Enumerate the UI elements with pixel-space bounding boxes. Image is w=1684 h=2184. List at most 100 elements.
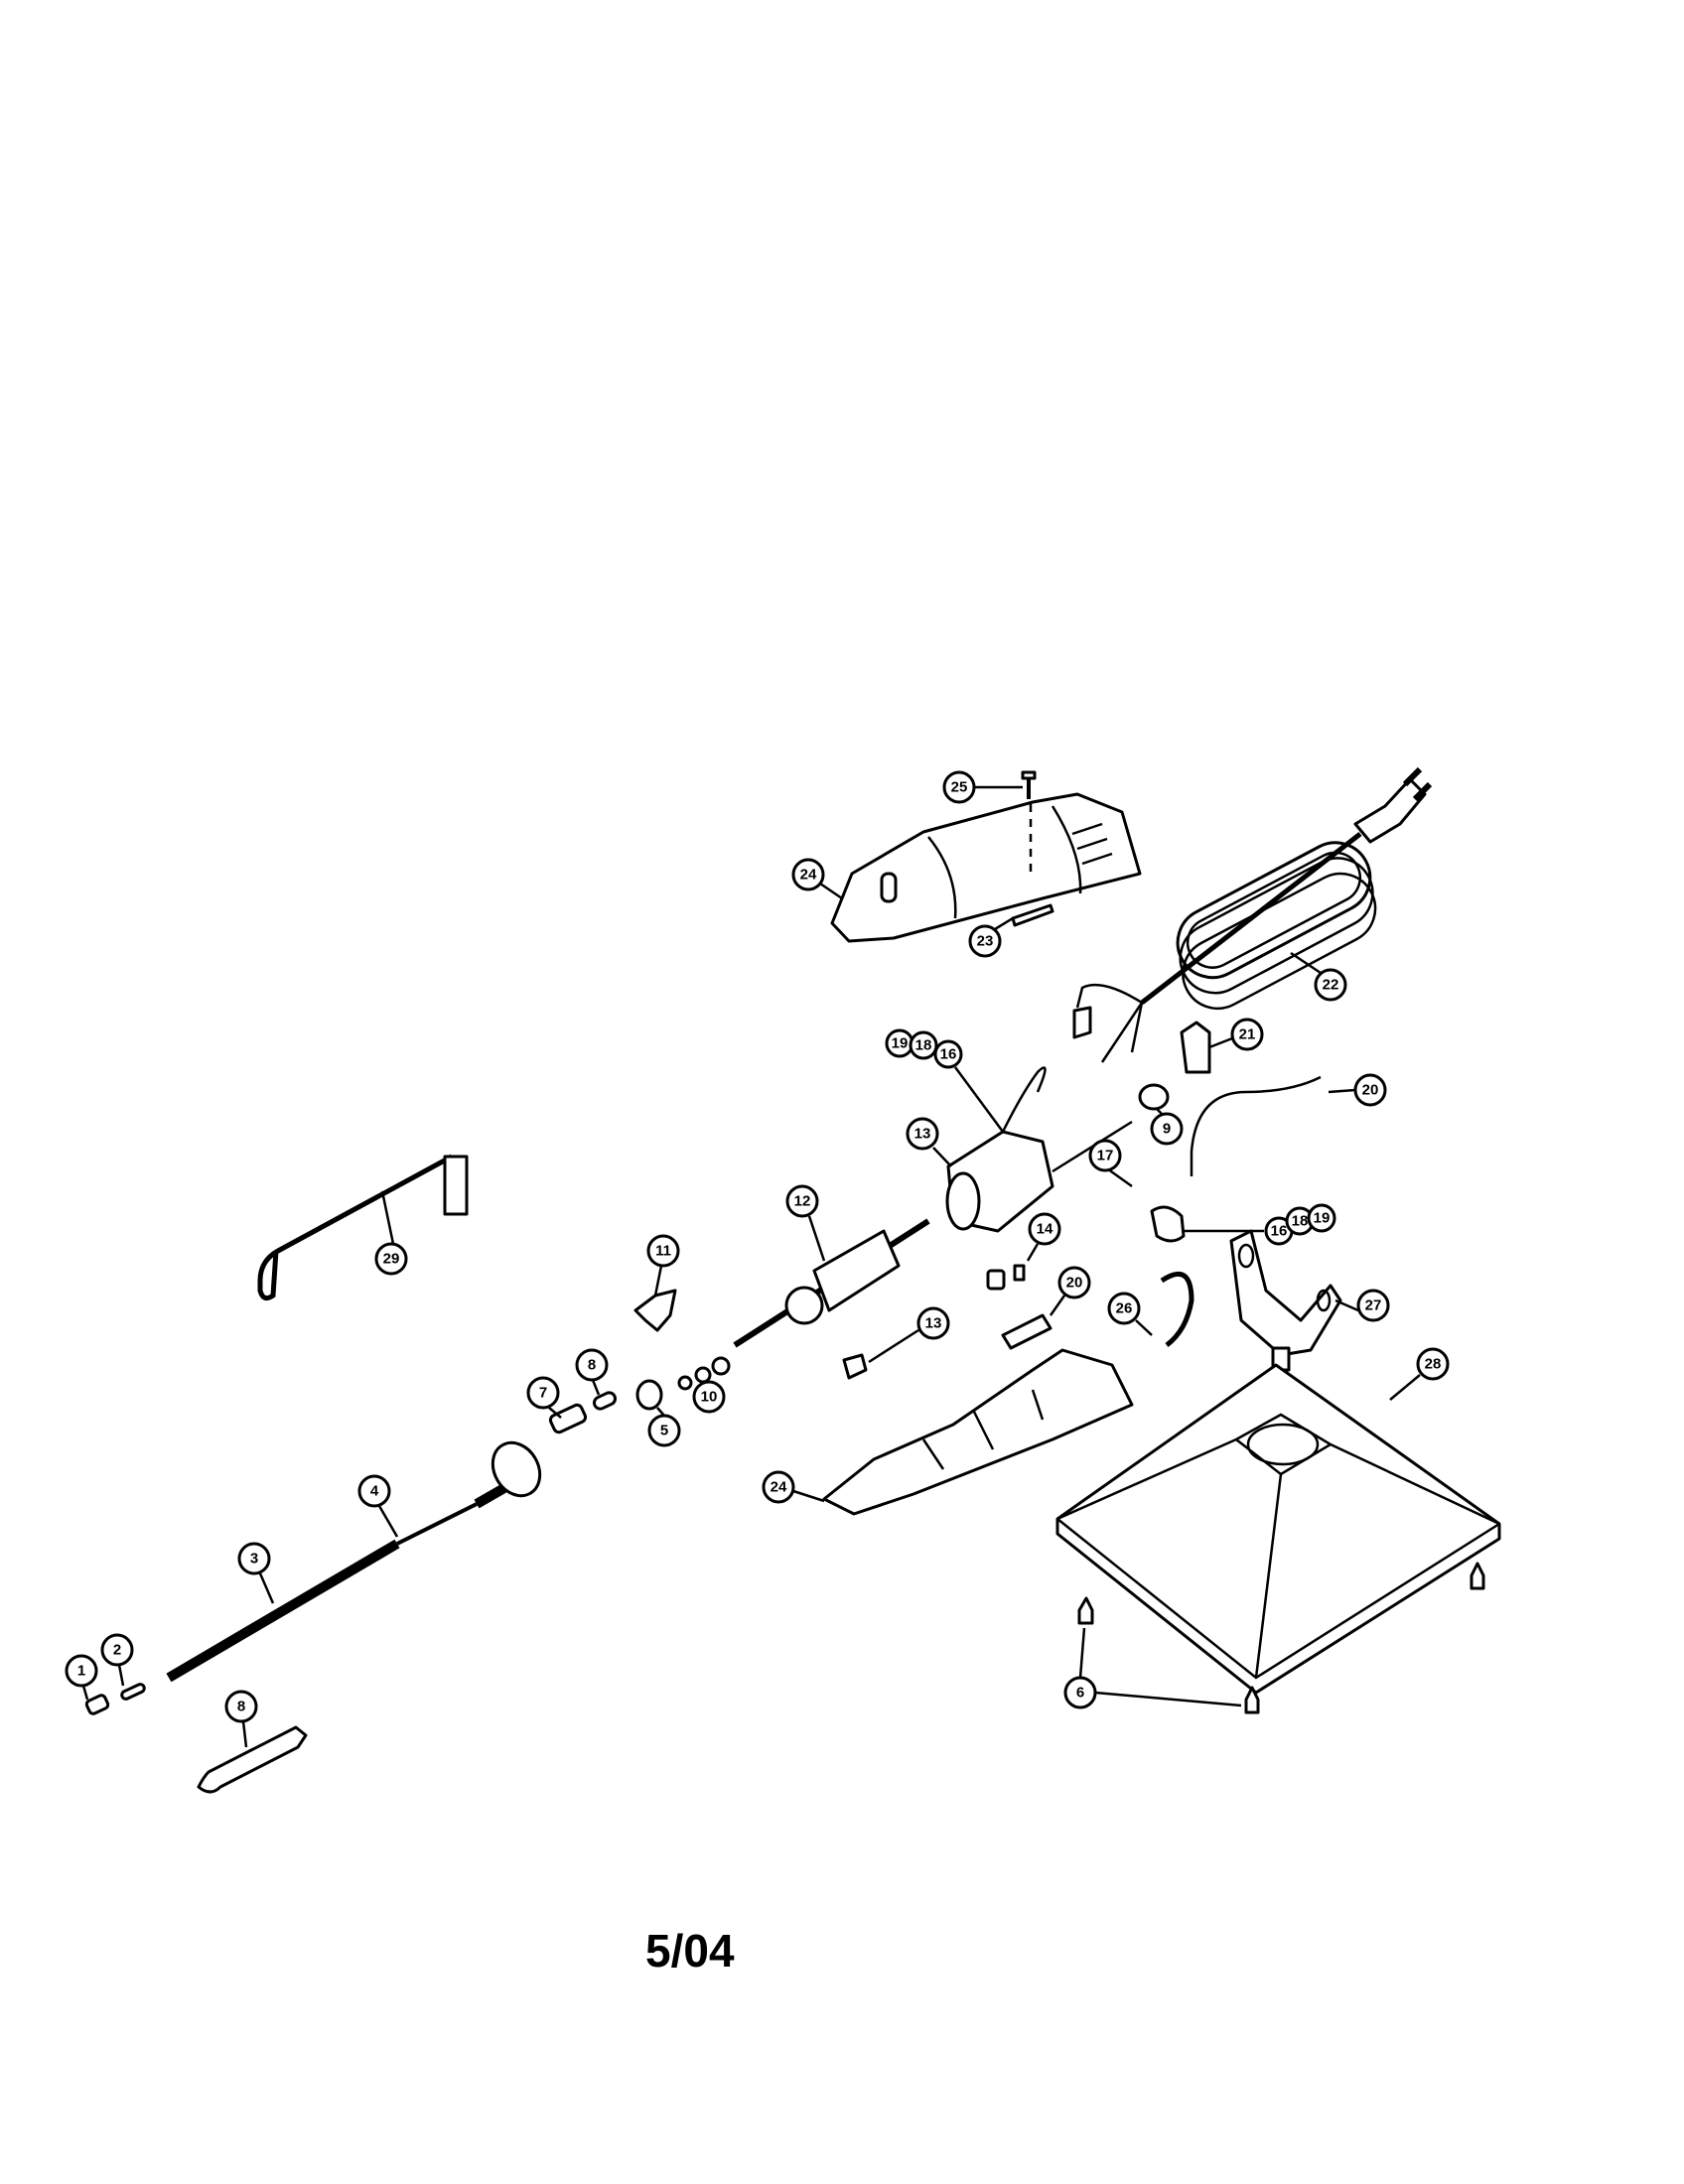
callout-27: 27 [1356,1289,1390,1322]
rubber-foot [1470,1562,1485,1590]
svg-text:29: 29 [383,1251,400,1268]
brush [986,1269,1006,1291]
svg-text:20: 20 [1362,1082,1379,1099]
callout-8: 8 [224,1690,258,1723]
bearing-nut [635,1379,663,1411]
callout-5: 5 [647,1414,681,1447]
svg-text:19: 19 [1314,1210,1331,1227]
washer [677,1375,693,1391]
brush-holder [1001,1313,1052,1350]
callout-13: 13 [916,1306,950,1340]
svg-text:3: 3 [250,1551,258,1568]
svg-text:1: 1 [77,1663,85,1680]
spacer [592,1391,618,1411]
svg-text:2: 2 [113,1642,121,1659]
callout-1: 1 [65,1654,98,1688]
callout-12: 12 [785,1184,819,1218]
hanger-plate [443,1155,469,1216]
upper-housing [830,792,1142,943]
brush-spring [842,1353,868,1380]
hanger-bracket [257,1154,454,1301]
wrench [197,1725,308,1794]
svg-text:18: 18 [915,1037,932,1054]
callout-13: 13 [906,1117,939,1151]
svg-text:4: 4 [370,1483,379,1500]
wire-lead [1190,1075,1322,1176]
callout-9: 9 [1150,1112,1184,1146]
svg-text:16: 16 [1271,1223,1288,1240]
power-cord [1072,766,1433,1063]
svg-text:14: 14 [1037,1221,1053,1238]
screw [1021,770,1037,799]
callout-25: 25 [942,770,976,804]
svg-text:13: 13 [914,1126,931,1143]
callout-26: 26 [1107,1292,1141,1325]
callout-29: 29 [374,1242,408,1276]
knob [1138,1083,1170,1111]
svg-text:16: 16 [940,1046,957,1063]
callout-20: 20 [1353,1073,1387,1107]
washer [711,1356,731,1376]
svg-text:13: 13 [925,1315,942,1332]
callout-24: 24 [791,858,825,891]
leader-lines [81,785,1421,1748]
svg-text:23: 23 [977,933,994,950]
svg-text:20: 20 [1066,1275,1083,1292]
svg-text:8: 8 [237,1699,245,1715]
callout-22: 22 [1314,968,1347,1002]
svg-text:27: 27 [1365,1297,1382,1314]
collet-nut [84,1694,110,1715]
svg-text:21: 21 [1239,1026,1256,1043]
date-code: 5/04 [645,1925,735,1977]
callout-23: 23 [968,924,1002,958]
svg-text:24: 24 [800,867,817,884]
rubber-foot [1244,1686,1260,1714]
svg-text:22: 22 [1323,977,1339,994]
callout-24: 24 [762,1470,795,1504]
bearing [1150,1205,1186,1243]
svg-text:8: 8 [588,1357,596,1374]
callout-8: 8 [575,1348,609,1382]
svg-text:5: 5 [660,1423,668,1439]
brush-cap [1013,1264,1026,1282]
base-plate [1055,1363,1501,1695]
callout-11: 11 [646,1234,680,1268]
svg-text:18: 18 [1292,1213,1309,1230]
callout-16: 16 [933,1039,963,1069]
callout-14: 14 [1028,1212,1061,1246]
svg-text:10: 10 [701,1389,718,1406]
spindle-lock [633,1289,677,1332]
callout-19: 19 [885,1028,914,1058]
svg-text:24: 24 [771,1479,787,1496]
callout-3: 3 [237,1542,271,1575]
callout-6: 6 [1063,1676,1097,1709]
rubber-foot [1077,1596,1094,1625]
svg-text:17: 17 [1097,1148,1114,1164]
callout-4: 4 [357,1474,391,1508]
washer [694,1366,712,1384]
flex-shaft [166,1440,542,1683]
callout-17: 17 [1088,1139,1122,1172]
spring-clip [1160,1271,1194,1347]
switch [1180,1021,1211,1074]
lower-housing [822,1348,1134,1516]
callout-19: 19 [1307,1203,1336,1233]
svg-text:6: 6 [1076,1685,1084,1702]
collet [120,1683,146,1701]
svg-text:28: 28 [1425,1356,1442,1373]
callout-18: 18 [909,1030,938,1060]
adapter [548,1403,588,1434]
callout-28: 28 [1416,1347,1450,1381]
callout-21: 21 [1230,1018,1264,1051]
callout-20: 20 [1057,1266,1091,1299]
svg-text:19: 19 [892,1035,909,1052]
mounting-bracket [1229,1229,1342,1439]
callout-2: 2 [100,1633,134,1667]
clip-part [1011,903,1054,927]
svg-text:9: 9 [1163,1121,1171,1138]
svg-text:25: 25 [951,779,968,796]
callout-10: 10 [692,1380,726,1414]
svg-text:26: 26 [1116,1300,1133,1317]
